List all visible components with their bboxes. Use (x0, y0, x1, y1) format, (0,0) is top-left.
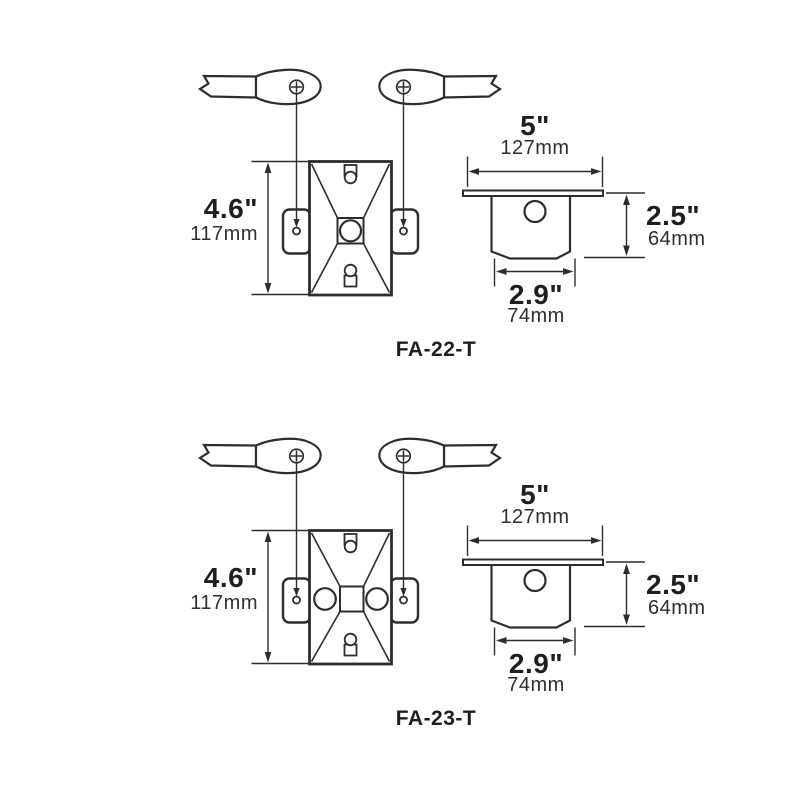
dimension-side-width (466, 156, 604, 187)
ear-hole-right (399, 595, 408, 605)
arrowhead-left (496, 268, 507, 275)
mounting-arm-right (378, 437, 502, 475)
front-view: 4.6" 117mm (190, 437, 502, 666)
dimension-side-bottom-width (493, 258, 576, 287)
arrowhead-right (563, 637, 574, 644)
flange (462, 558, 604, 566)
dim-side-bottom-mm: 74mm (507, 305, 565, 327)
arm-shaft (442, 443, 502, 468)
arrowhead-left (496, 637, 507, 644)
pointer-arrowhead (293, 219, 300, 228)
dimension-side-depth (584, 561, 645, 628)
arrowhead-down (264, 652, 272, 663)
arrowhead-up (264, 162, 272, 173)
ear-hole-right (399, 226, 408, 236)
flange (462, 189, 604, 197)
mounting-arm-left (198, 68, 322, 106)
screw-pointer-right (400, 463, 407, 597)
arm-shaft (198, 443, 258, 468)
mounting-arm-right (378, 68, 502, 106)
side-view: 5" 127mm 2.5" 64mm 2.9" 74mm (462, 110, 706, 327)
arm-head (378, 68, 446, 106)
diagonal-tl (310, 532, 341, 587)
diagonal-tl (310, 163, 339, 219)
screw-pointer-left (293, 94, 300, 228)
arrowhead-right (591, 537, 602, 544)
arrowhead-down (264, 283, 272, 294)
dim-side-width-mm: 127mm (500, 137, 569, 159)
dim-side-depth-mm: 64mm (648, 597, 706, 619)
dim-side-width-mm: 127mm (500, 506, 569, 528)
keyhole-hole-bottom (343, 263, 358, 278)
pointer-arrowhead (293, 588, 300, 597)
keyhole-hole-bottom (343, 632, 358, 647)
arrowhead-right (591, 168, 602, 175)
dim-side-depth-inches: 2.5" (646, 569, 700, 600)
dimension-side-bottom-width (493, 627, 576, 656)
model-label: FA-22-T (396, 338, 477, 361)
arm-shaft (442, 74, 502, 99)
dim-side-bottom-mm: 74mm (507, 674, 565, 696)
arm-head (378, 437, 446, 475)
arrowhead-down (623, 245, 630, 256)
ear-hole-left (292, 226, 301, 236)
dim-front-height-inches: 4.6" (204, 193, 258, 224)
pointer-arrowhead (400, 219, 407, 228)
side-view: 5" 127mm 2.5" 64mm 2.9" 74mm (462, 479, 706, 696)
body-outline (490, 565, 572, 629)
diagonal-bl (310, 243, 339, 293)
diagonal-tr (362, 532, 391, 587)
screw-pointer-right (400, 94, 407, 228)
screw-pointer-left (293, 463, 300, 597)
center-knockout-circle-left (313, 587, 337, 611)
ear-hole-left (292, 595, 301, 605)
center-knockout-circle-right (365, 587, 389, 611)
arm-head (254, 437, 322, 475)
arrowhead-down (623, 614, 630, 625)
dim-side-width-inches: 5" (520, 110, 550, 141)
dim-side-bottom-inches: 2.9" (509, 279, 563, 310)
diagonal-br (362, 611, 391, 662)
dimension-front-height (251, 160, 310, 296)
pointer-arrowhead (400, 588, 407, 597)
arrowhead-left (468, 168, 479, 175)
fa-22-t-diagram: 4.6" 117mm (190, 68, 706, 361)
knockout-circle (523, 568, 547, 593)
arrowhead-right (563, 268, 574, 275)
dim-side-bottom-inches: 2.9" (509, 648, 563, 679)
arrowhead-up (623, 563, 630, 574)
dimension-side-width (466, 525, 604, 556)
dimension-side-depth (584, 192, 645, 259)
arrowhead-up (623, 194, 630, 205)
keyhole-hole-top (343, 170, 358, 185)
dim-front-height-mm: 117mm (190, 592, 258, 614)
diagonal-bl (310, 611, 341, 662)
body-outline (490, 196, 572, 260)
diagonal-tr (362, 163, 391, 219)
diagonal-br (362, 243, 391, 293)
center-knockout-circle (338, 219, 363, 243)
arrowhead-left (468, 537, 479, 544)
keyhole-hole-top (343, 539, 358, 554)
mounting-arm-left (198, 437, 322, 475)
fa-23-t-diagram: 4.6" 117mm (190, 437, 706, 730)
dim-side-depth-inches: 2.5" (646, 200, 700, 231)
model-label: FA-23-T (396, 707, 477, 730)
front-view: 4.6" 117mm (190, 68, 502, 297)
dim-side-width-inches: 5" (520, 479, 550, 510)
dimension-front-height (251, 529, 310, 665)
dim-front-height-mm: 117mm (190, 223, 258, 245)
arm-shaft (198, 74, 258, 99)
center-square (339, 585, 365, 613)
arm-head (254, 68, 322, 106)
knockout-circle (523, 199, 547, 224)
dim-front-height-inches: 4.6" (204, 562, 258, 593)
arrowhead-up (264, 531, 272, 542)
dim-side-depth-mm: 64mm (648, 228, 706, 250)
